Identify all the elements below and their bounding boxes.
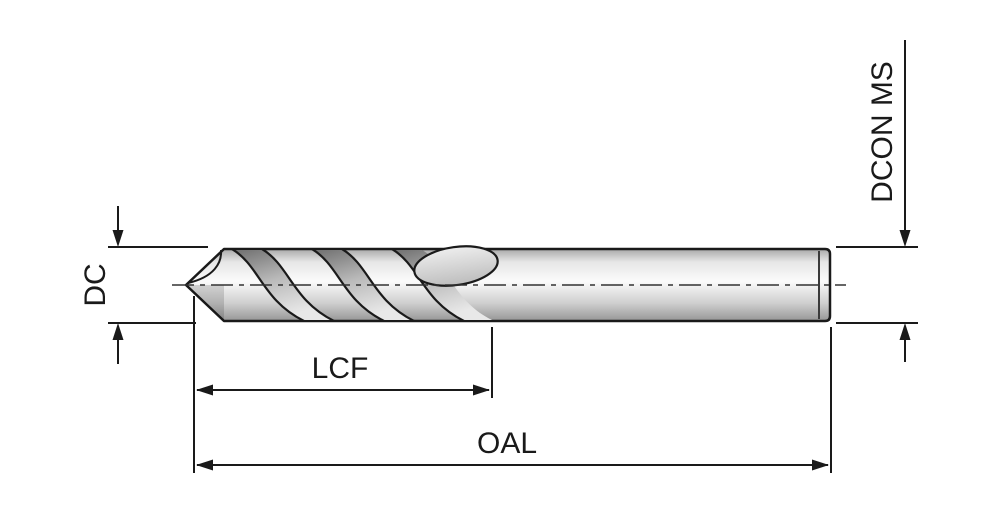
dc-arrow-down-icon: [112, 230, 124, 247]
dcon-arrow-down-icon: [899, 230, 911, 247]
dc-arrow-up-icon: [112, 323, 124, 340]
oal-arrow-left-icon: [196, 459, 213, 471]
lcf-arrow-left-icon: [196, 384, 213, 396]
dcon-arrow-up-icon: [899, 323, 911, 340]
flute-curve: [311, 248, 385, 322]
lcf-dimension: LCF: [193, 296, 493, 473]
drill-body: [172, 245, 846, 323]
oal-arrow-right-icon: [812, 459, 829, 471]
chisel-edge: [187, 249, 223, 284]
point-facet: [186, 285, 224, 321]
dc-label: DC: [79, 263, 112, 306]
oal-label: OAL: [477, 427, 537, 460]
dcon-ms-dimension: DCON MS: [836, 40, 918, 362]
flute-curve: [391, 248, 465, 322]
lcf-label: LCF: [312, 352, 369, 385]
flute-curve: [231, 248, 305, 322]
oal-dimension: OAL: [196, 327, 832, 473]
flute-curve: [341, 248, 415, 322]
dcon-ms-label: DCON MS: [866, 61, 899, 203]
flute-curve: [261, 248, 335, 322]
dc-dimension: DC: [79, 206, 208, 364]
lcf-arrow-right-icon: [473, 384, 490, 396]
